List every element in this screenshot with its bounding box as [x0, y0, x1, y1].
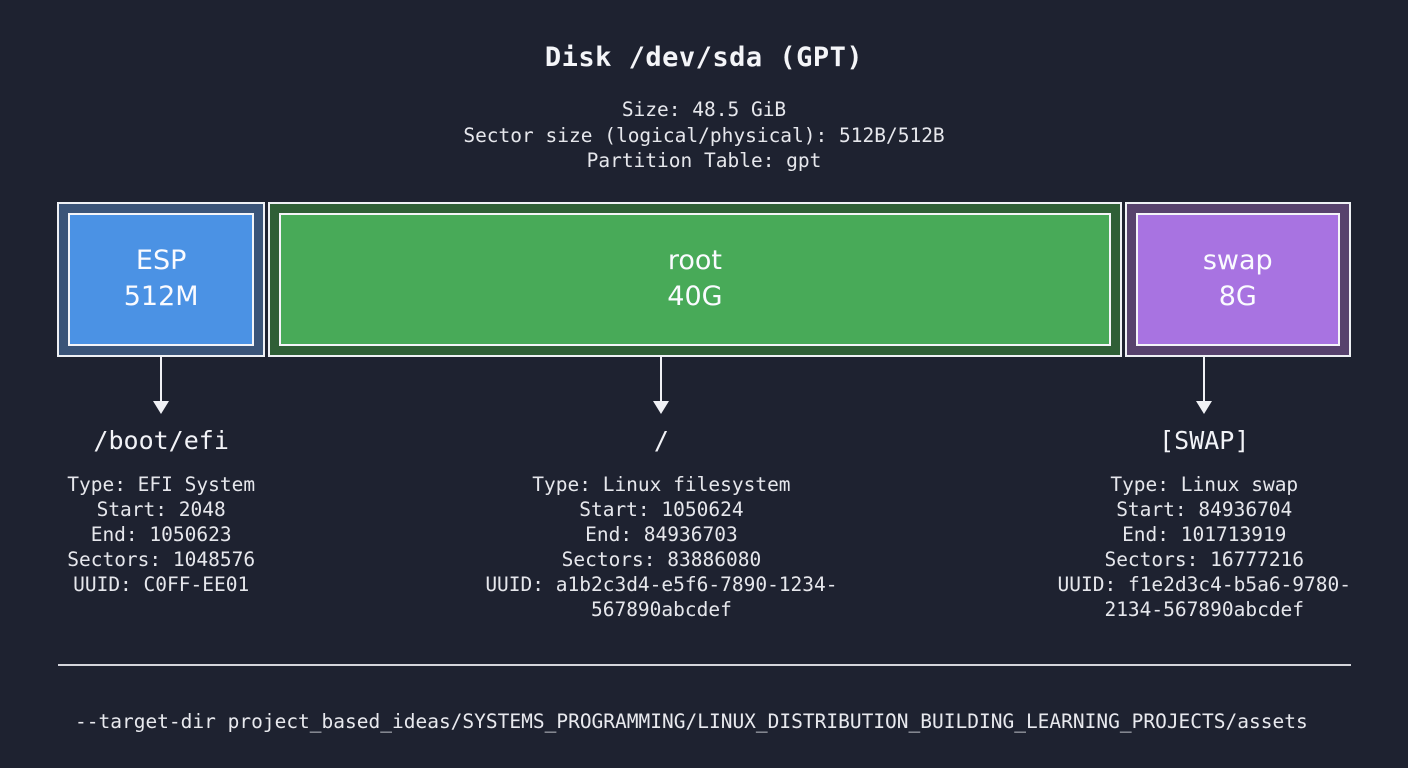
detail-start: Start: 1050624 — [579, 497, 744, 521]
detail-type: Type: EFI System — [67, 472, 256, 496]
detail-uuid: UUID: f1e2d3c4-b5a6-9780- — [1057, 572, 1352, 596]
detail-sectors: Sectors: 1048576 — [67, 547, 256, 571]
partition-details: Type: EFI System Start: 2048 End: 105062… — [67, 472, 255, 597]
detail-uuid: UUID: C0FF-EE01 — [73, 572, 250, 596]
partition-details: Type: Linux swap Start: 84936704 End: 10… — [1058, 472, 1352, 622]
partition-label: ESP — [135, 245, 187, 276]
detail-end: End: 101713919 — [1122, 522, 1287, 546]
detail-type: Type: Linux filesystem — [532, 472, 791, 496]
partition-info-row: /boot/efi Type: EFI System Start: 2048 E… — [57, 356, 1352, 622]
partition-block-root-fill: root 40G — [279, 212, 1111, 346]
arrow-down-icon — [1196, 356, 1213, 414]
partition-label: swap — [1202, 245, 1273, 276]
detail-uuid-wrap: 2134-567890abcdef — [1104, 597, 1305, 621]
disk-size: Size: 48.5 GiB — [621, 98, 787, 121]
detail-end: End: 1050623 — [90, 522, 232, 546]
detail-uuid-wrap: 567890abcdef — [590, 597, 732, 621]
partition-size: 512M — [123, 281, 199, 312]
partition-block-swap: swap 8G — [1124, 201, 1351, 357]
partition-size: 8G — [1218, 281, 1257, 312]
mount-point: /boot/efi — [93, 425, 229, 455]
divider — [58, 663, 1351, 666]
partition-block-esp: ESP 512M — [57, 201, 266, 357]
partition-info-root: / Type: Linux filesystem Start: 1050624 … — [268, 356, 1054, 622]
partition-info-swap: [SWAP] Type: Linux swap Start: 84936704 … — [1058, 356, 1352, 622]
partition-label: root — [667, 245, 723, 276]
page-title: Disk /dev/sda (GPT) — [544, 42, 864, 73]
partition-bar: ESP 512M root 40G swap 8G — [57, 201, 1351, 357]
partition-block-esp-fill: ESP 512M — [68, 212, 255, 346]
disk-sector-size: Sector size (logical/physical): 512B/512… — [463, 123, 945, 147]
arrow-down-icon — [653, 356, 670, 414]
partition-details: Type: Linux filesystem Start: 1050624 En… — [485, 472, 837, 622]
detail-end: End: 84936703 — [585, 522, 738, 546]
partition-block-swap-fill: swap 8G — [1135, 212, 1340, 346]
mount-point: / — [653, 425, 669, 455]
detail-start: Start: 2048 — [96, 497, 226, 521]
disk-meta: Size: 48.5 GiB Sector size (logical/phys… — [0, 97, 1408, 174]
arrow-down-icon — [153, 356, 170, 414]
detail-uuid: UUID: a1b2c3d4-e5f6-7890-1234- — [485, 572, 838, 596]
disk-partition-table: Partition Table: gpt — [586, 149, 822, 172]
mount-point: [SWAP] — [1159, 425, 1250, 455]
target-dir-command: --target-dir project_based_ideas/SYSTEMS… — [75, 709, 1308, 733]
detail-sectors: Sectors: 83886080 — [561, 547, 762, 571]
detail-type: Type: Linux swap — [1110, 472, 1299, 496]
partition-info-esp: /boot/efi Type: EFI System Start: 2048 E… — [57, 356, 265, 622]
partition-block-root: root 40G — [268, 201, 1122, 357]
detail-start: Start: 84936704 — [1116, 497, 1293, 521]
partition-size: 40G — [667, 281, 723, 312]
detail-sectors: Sectors: 16777216 — [1104, 547, 1305, 571]
